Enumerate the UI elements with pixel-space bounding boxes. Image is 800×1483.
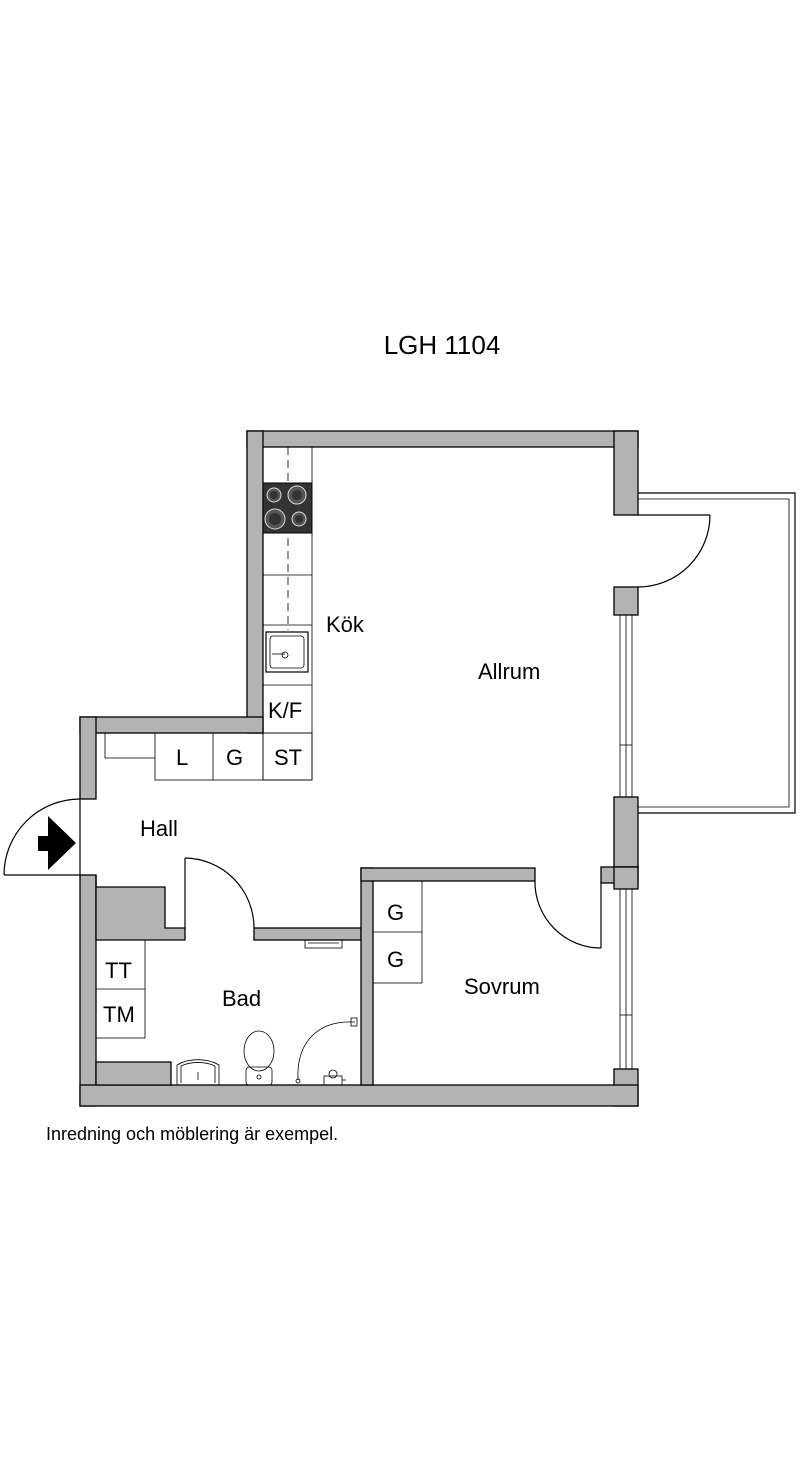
plan-title: LGH 1104	[383, 330, 501, 360]
fixture-label-kf: K/F	[268, 698, 302, 723]
fixture-label-st: ST	[274, 745, 302, 770]
stove	[262, 482, 313, 534]
walls	[79, 430, 639, 1107]
kitchen-sink	[265, 631, 309, 673]
room-label-kok: Kök	[326, 612, 365, 637]
doors	[3, 514, 711, 949]
bathroom-fixtures	[176, 939, 358, 1086]
towel-heater	[304, 939, 343, 949]
bedroom-wardrobes	[372, 880, 423, 984]
toilet	[243, 1030, 275, 1086]
fixture-label-tm: TM	[103, 1002, 135, 1027]
entrance-arrow-icon	[38, 816, 76, 870]
fixture-label-tt: TT	[105, 958, 132, 983]
fixture-label-l: L	[176, 745, 188, 770]
fixture-label-wardrobe-1: G	[387, 900, 404, 925]
room-label-bad: Bad	[222, 986, 261, 1011]
room-label-allrum: Allrum	[478, 659, 540, 684]
hall-storage	[104, 732, 313, 781]
washbasin	[176, 1059, 220, 1085]
disclaimer-note: Inredning och möblering är exempel.	[46, 1124, 339, 1144]
shower	[295, 1017, 358, 1086]
windows	[619, 614, 633, 1070]
laundry	[95, 939, 146, 1039]
fixture-label-g: G	[226, 745, 243, 770]
balcony	[638, 492, 796, 814]
room-label-hall: Hall	[140, 816, 178, 841]
room-label-sovrum: Sovrum	[464, 974, 540, 999]
fixture-label-wardrobe-2: G	[387, 947, 404, 972]
